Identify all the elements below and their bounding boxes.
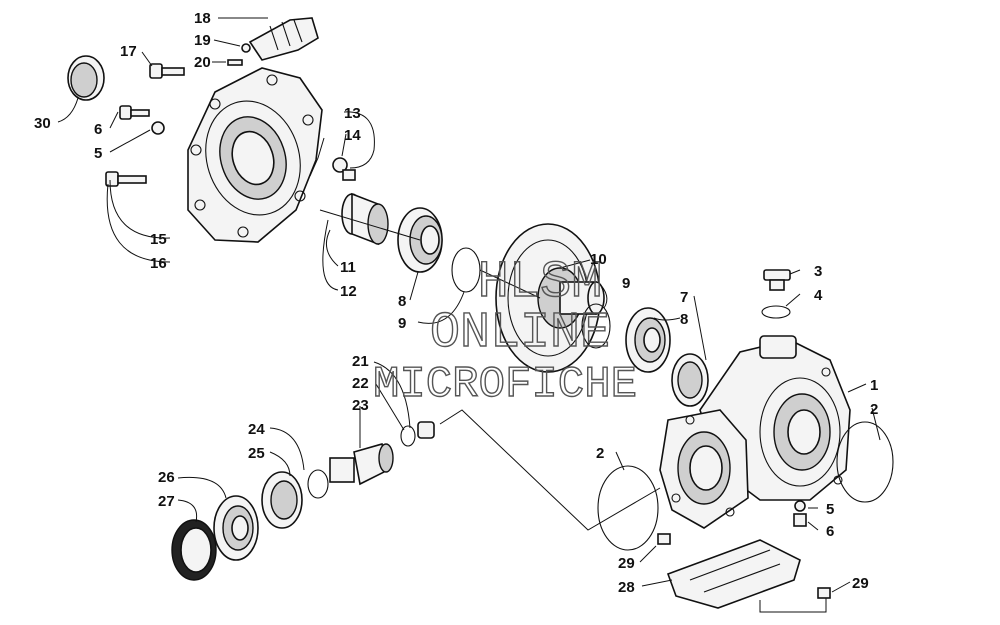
watermark-line2: ONLINE xyxy=(430,305,610,362)
ring-9-upper xyxy=(451,247,481,293)
callout-27: 27 xyxy=(158,493,175,510)
callout-8-right: 8 xyxy=(680,311,688,328)
washer-4 xyxy=(761,305,791,319)
nut-21 xyxy=(417,421,435,439)
plug-3 xyxy=(763,269,791,291)
callout-21: 21 xyxy=(352,353,369,370)
callout-5-bottom: 5 xyxy=(826,501,834,518)
bearing-8-right xyxy=(625,307,671,373)
callout-16: 16 xyxy=(150,255,167,272)
ring-19 xyxy=(241,43,251,53)
plug-13 xyxy=(332,157,356,181)
sleeve-11 xyxy=(341,192,389,246)
callout-6: 6 xyxy=(94,121,102,138)
callout-5: 5 xyxy=(94,145,102,162)
ring-22 xyxy=(400,425,416,447)
callout-2-right: 2 xyxy=(870,401,878,418)
bolt-15 xyxy=(105,171,147,187)
bolt-6-bottom xyxy=(793,513,807,527)
washer-5-bottom xyxy=(794,500,806,512)
pin-20 xyxy=(227,59,243,66)
callout-labels: 18 19 20 17 30 6 5 15 16 13 14 11 12 8 9… xyxy=(34,10,878,596)
cap-30 xyxy=(67,55,105,101)
bearing-25 xyxy=(261,471,303,529)
callout-4: 4 xyxy=(814,287,823,304)
seal-27 xyxy=(171,519,217,581)
watermark-line3: MICROFICHE xyxy=(373,360,637,410)
callout-17: 17 xyxy=(120,43,137,60)
gear-housing-1 xyxy=(659,335,851,529)
callout-28: 28 xyxy=(618,579,635,596)
watermark-line1: HLSM xyxy=(478,253,603,312)
callout-9-lower: 9 xyxy=(622,275,630,292)
callout-8-upper: 8 xyxy=(398,293,406,310)
skid-plate-28 xyxy=(666,539,801,609)
callout-23: 23 xyxy=(352,397,369,414)
oring-2-right xyxy=(836,421,894,503)
ring-9-lower xyxy=(581,303,611,349)
callout-12: 12 xyxy=(340,283,357,300)
cover-plate xyxy=(187,67,323,243)
callout-2-left: 2 xyxy=(596,445,604,462)
shim-24 xyxy=(307,469,329,499)
bolt-29-right xyxy=(817,587,831,599)
callout-6-bottom: 6 xyxy=(826,523,834,540)
boot-18 xyxy=(248,17,319,61)
callout-18: 18 xyxy=(194,10,211,27)
bolt-6 xyxy=(119,105,150,120)
callout-15: 15 xyxy=(150,231,167,248)
disc-10 xyxy=(495,223,605,373)
leader-lines xyxy=(57,17,881,613)
callout-30: 30 xyxy=(34,115,51,132)
callout-10: 10 xyxy=(590,251,607,268)
callout-22: 22 xyxy=(352,375,369,392)
callout-1: 1 xyxy=(870,377,878,394)
callout-29-left: 29 xyxy=(618,555,635,572)
callout-9-upper: 9 xyxy=(398,315,406,332)
washer-5 xyxy=(151,121,165,135)
callout-7: 7 xyxy=(680,289,688,306)
callout-20: 20 xyxy=(194,54,211,71)
callout-19: 19 xyxy=(194,32,211,49)
bolt-29-left xyxy=(657,533,671,545)
bolt-17 xyxy=(149,63,185,79)
callout-3: 3 xyxy=(814,263,822,280)
callout-14: 14 xyxy=(344,127,361,144)
bearing-26 xyxy=(213,495,259,561)
pinion-gear-23 xyxy=(329,442,394,486)
callout-26: 26 xyxy=(158,469,175,486)
watermark: HLSM ONLINE MICROFICHE xyxy=(372,252,637,410)
seal-7 xyxy=(671,353,709,407)
callout-29-right: 29 xyxy=(852,575,869,592)
callout-11: 11 xyxy=(340,259,356,276)
callout-24: 24 xyxy=(248,421,265,438)
callout-25: 25 xyxy=(248,445,265,462)
oring-2-left xyxy=(597,465,659,551)
callout-13: 13 xyxy=(344,105,361,122)
